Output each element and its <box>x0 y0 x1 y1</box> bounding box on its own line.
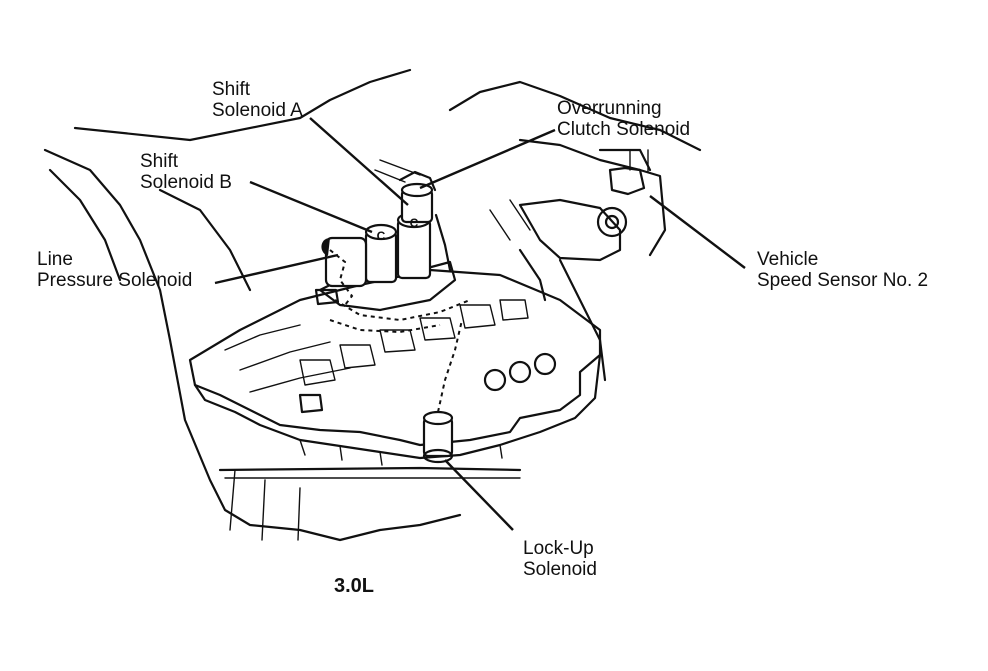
leader-shift-solenoid-b <box>249 180 373 234</box>
label-lock-up-solenoid: Lock-Up Solenoid <box>523 538 597 580</box>
leader-lock-up-solenoid <box>444 459 514 531</box>
engine-label: 3.0L <box>334 575 375 597</box>
leader-line-pressure <box>214 253 339 285</box>
leader-lines <box>214 117 746 531</box>
leader-overrunning-clutch <box>419 128 556 190</box>
label-line-pressure-solenoid: Line Pressure Solenoid <box>37 249 193 291</box>
leader-shift-solenoid-a <box>309 117 409 206</box>
solenoid-cluster <box>314 159 471 334</box>
solenoid-a-mark: C <box>410 216 419 230</box>
label-overrunning-clutch-solenoid: Overrunning Clutch Solenoid <box>557 98 691 140</box>
transmission-case <box>43 68 702 542</box>
solenoid-b-mark: C <box>377 229 386 243</box>
valve-body <box>188 268 602 466</box>
label-vehicle-speed-sensor: Vehicle Speed Sensor No. 2 <box>757 249 929 291</box>
label-shift-solenoid-a: Shift Solenoid A <box>212 79 303 121</box>
label-shift-solenoid-b: Shift Solenoid B <box>140 151 232 193</box>
lock-up-solenoid-part <box>422 319 463 464</box>
leader-vehicle-speed-sensor <box>649 195 746 269</box>
